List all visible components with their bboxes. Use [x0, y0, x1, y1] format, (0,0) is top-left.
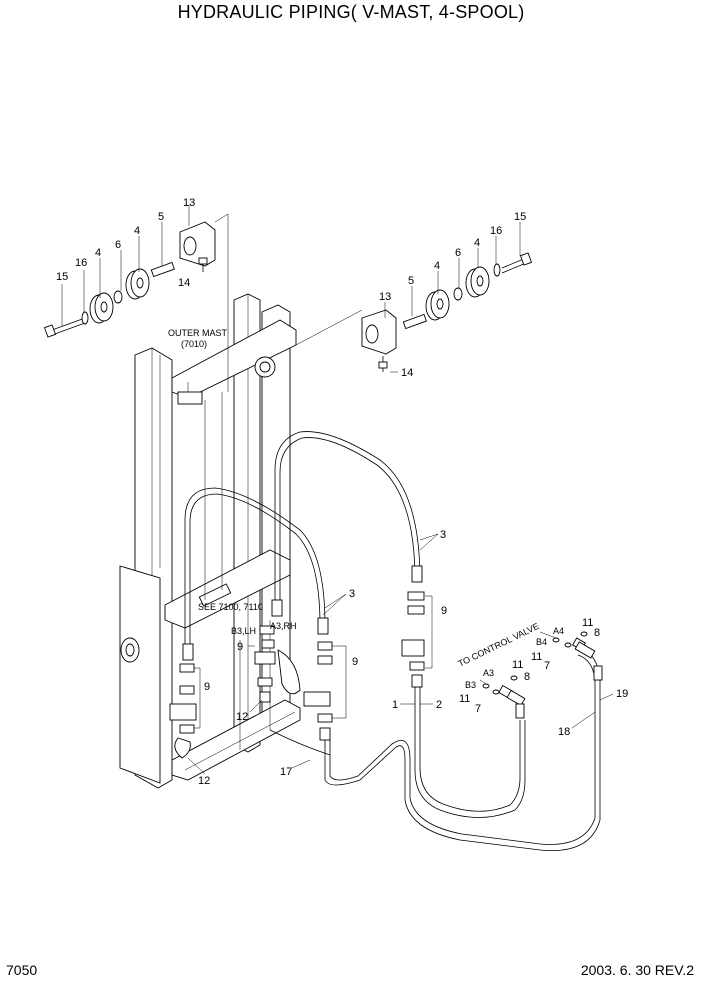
revision-date: 2003. 6. 30 REV.2 — [580, 962, 694, 978]
fitting-group-mid — [303, 641, 347, 741]
callout-2: 2 — [436, 699, 442, 711]
callout-5-right: 5 — [408, 275, 414, 287]
callout-13-right: 13 — [379, 291, 391, 303]
callout-3-lower: 3 — [349, 588, 355, 600]
callout-19: 19 — [616, 688, 628, 700]
callout-11-b4: 11 — [531, 651, 542, 663]
callout-17: 17 — [280, 766, 292, 778]
callout-9-inner: 9 — [237, 641, 243, 653]
callout-6-left: 6 — [115, 239, 121, 251]
callout-1: 1 — [392, 699, 398, 711]
see-ref-label: SEE 7100, 7110 — [198, 602, 263, 612]
callout-9-left: 9 — [204, 681, 210, 693]
callout-11-a4: 11 — [582, 617, 593, 629]
callout-11-b3: 11 — [459, 693, 470, 705]
page-title: HYDRAULIC PIPING( V-MAST, 4-SPOOL) — [177, 2, 525, 22]
callout-16-right: 16 — [490, 225, 502, 237]
callout-7-b3: 7 — [475, 703, 481, 715]
callout-15-right: 15 — [514, 211, 526, 223]
outer-mast-label: OUTER MAST — [168, 328, 228, 338]
callout-5-left: 5 — [158, 211, 164, 223]
callout-13-left: 13 — [183, 197, 195, 209]
outer-mast-frame — [119, 293, 301, 789]
port-b4-label: B4 — [536, 637, 547, 647]
a3-rh-label: A3,RH — [270, 621, 297, 631]
callout-14-left: 14 — [178, 277, 190, 289]
b3-lh-label: B3,LH — [231, 626, 256, 636]
callout-12-lower: 12 — [198, 775, 210, 787]
callout-8-a3: 8 — [524, 671, 530, 683]
callout-3-upper: 3 — [440, 529, 446, 541]
callout-9-right: 9 — [441, 605, 447, 617]
port-a4-label: A4 — [553, 626, 564, 636]
callout-9-mid: 9 — [352, 656, 358, 668]
callout-18: 18 — [558, 726, 570, 738]
callout-4-left-b: 4 — [95, 247, 101, 259]
callout-6-right: 6 — [455, 247, 461, 259]
fitting-group-inner — [248, 625, 301, 703]
callout-4-right-b: 4 — [474, 237, 480, 249]
callout-15-left: 15 — [56, 271, 68, 283]
callout-4-left-a: 4 — [134, 225, 140, 237]
control-valve-fittings — [479, 631, 603, 719]
fitting-group-left — [169, 663, 201, 759]
fitting-group-right — [401, 591, 433, 688]
page-number: 7050 — [6, 962, 38, 978]
callout-14-right: 14 — [401, 367, 413, 379]
left-pulley-assembly — [43, 205, 229, 392]
outer-mast-ref-label: (7010) — [181, 339, 207, 349]
callout-11-a3: 11 — [512, 659, 523, 671]
right-pulley-assembly — [295, 222, 533, 373]
callout-16-left: 16 — [75, 257, 87, 269]
callout-8-a4: 8 — [594, 627, 600, 639]
port-b3-label: B3 — [465, 680, 476, 690]
callout-7-b4: 7 — [544, 660, 550, 672]
callout-12-upper: 12 — [236, 711, 248, 723]
port-a3-label: A3 — [483, 668, 494, 678]
callout-4-right-a: 4 — [434, 260, 440, 272]
to-control-valve-label: TO CONTROL VALVE — [456, 621, 540, 669]
